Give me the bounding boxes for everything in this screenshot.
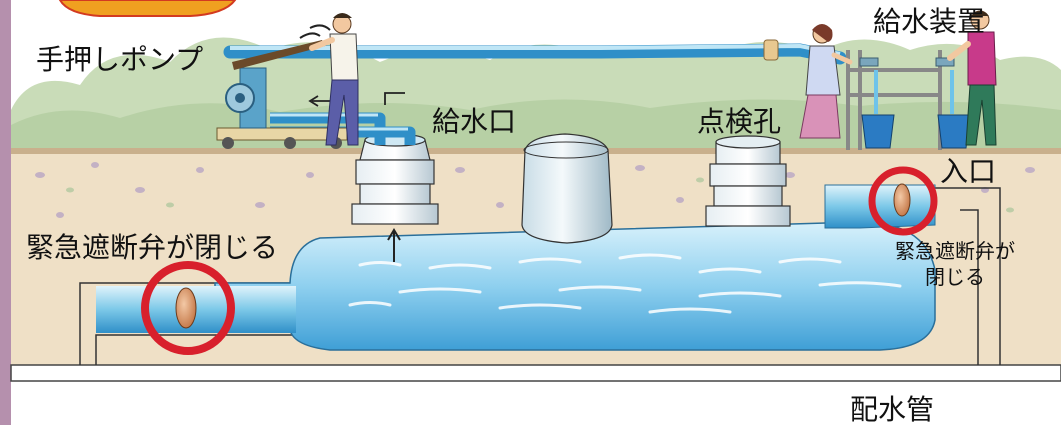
bucket-icon (861, 70, 971, 149)
arrow-icon (387, 228, 401, 262)
label-supply-port: 給水口 (432, 105, 517, 138)
label-valve-closes-right-line1: 緊急遮断弁が (895, 239, 1015, 263)
person-icon (309, 13, 359, 146)
label-supply-device: 給水装置 (873, 5, 986, 38)
valve-icon (893, 183, 911, 217)
faucet-icon (859, 57, 955, 67)
valve-highlight-ring-right (868, 166, 938, 236)
valve-icon (175, 287, 197, 329)
supply-port-hatch (351, 133, 439, 225)
person-icon (947, 10, 997, 146)
label-hand-pump: 手押しポンプ (36, 43, 204, 76)
label-water-main: 配水管 (850, 393, 935, 426)
central-dome (521, 133, 613, 244)
person-icon (799, 24, 853, 139)
banner-fragment (58, 0, 237, 17)
right-connecting-pipe-outline (935, 187, 1001, 365)
side-bar (0, 0, 11, 425)
inspection-hole (705, 135, 791, 227)
water-ripples (348, 253, 902, 314)
label-valve-closes-left: 緊急遮断弁が閉じる (26, 231, 279, 264)
label-inspection-hole: 点検孔 (697, 105, 782, 138)
label-valve-closes-right-line2: 閉じる (925, 265, 985, 289)
hand-pump-icon (216, 24, 348, 149)
hose-pipe (223, 43, 847, 65)
valve-highlight-ring-left (141, 261, 235, 355)
supply-device-frame (846, 50, 942, 150)
label-valve-closes-right: 緊急遮断弁が 閉じる (880, 238, 1030, 290)
water-main-slab (10, 364, 1061, 382)
label-inlet: 入口 (940, 155, 997, 188)
